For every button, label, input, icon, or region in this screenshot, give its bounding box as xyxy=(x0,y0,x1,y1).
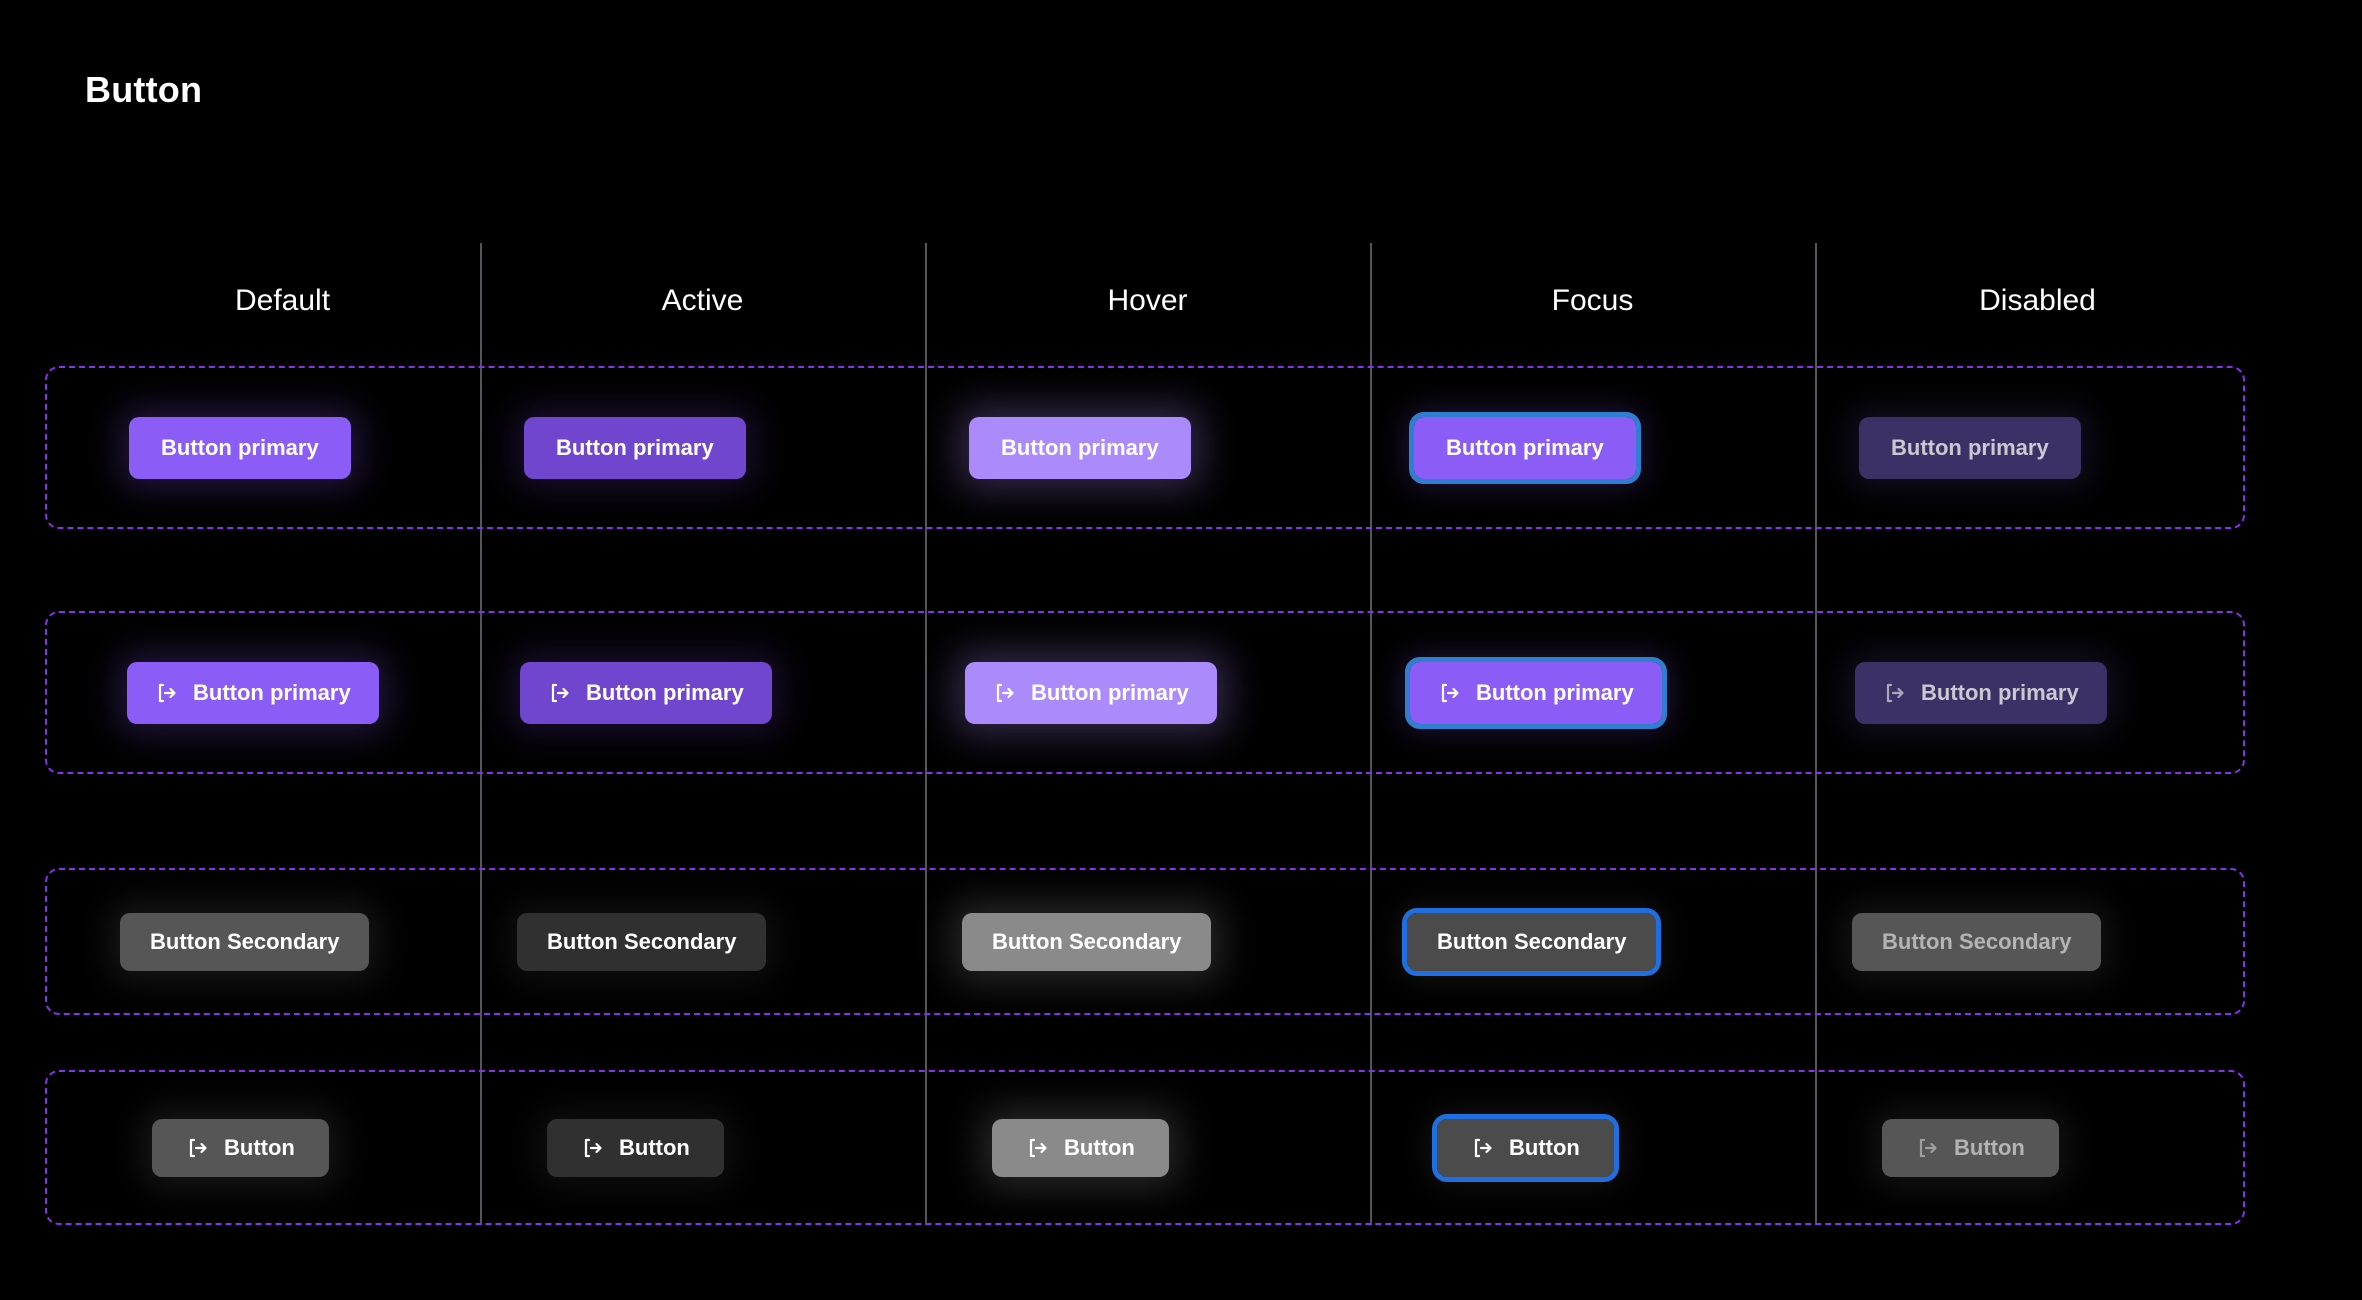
cell-secondary-icon-default: Button xyxy=(47,1118,482,1177)
signin-arrow-icon xyxy=(1438,681,1462,705)
button-label: Button xyxy=(1954,1134,2025,1160)
cell-primary-default: Button primary xyxy=(47,416,482,479)
button-label: Button primary xyxy=(1031,679,1189,705)
page-title: Button xyxy=(85,69,203,110)
row-primary-with-icon: Button primary Button primary xyxy=(45,611,2245,774)
button-label: Button primary xyxy=(1001,434,1159,460)
button-secondary-disabled: Button Secondary xyxy=(1852,912,2102,971)
cell-primary-icon-active: Button primary xyxy=(482,661,927,724)
column-header-row: Default Active Hover Focus Disabled xyxy=(85,243,2281,366)
cell-secondary-focus: Button Secondary xyxy=(1372,907,1817,976)
button-state-matrix: Default Active Hover Focus Disabled Butt… xyxy=(45,243,2281,1225)
signin-arrow-icon xyxy=(186,1136,210,1160)
button-label: Button primary xyxy=(1891,434,2049,460)
cell-primary-hover: Button primary xyxy=(927,416,1372,479)
button-label: Button xyxy=(619,1134,690,1160)
cell-primary-icon-default: Button primary xyxy=(47,661,482,724)
cell-secondary-icon-active: Button xyxy=(482,1118,927,1177)
cell-secondary-icon-focus: Button xyxy=(1372,1113,1817,1182)
column-header-active: Active xyxy=(661,283,744,317)
signin-arrow-icon xyxy=(581,1136,605,1160)
cell-secondary-hover: Button Secondary xyxy=(927,912,1372,971)
cell-primary-active: Button primary xyxy=(482,416,927,479)
column-divider xyxy=(480,243,482,1225)
button-secondary-icon-focus[interactable]: Button xyxy=(1432,1113,1619,1182)
button-label: Button primary xyxy=(1476,679,1634,705)
signin-arrow-icon xyxy=(1883,681,1907,705)
button-primary-icon-hover[interactable]: Button primary xyxy=(965,661,1217,724)
button-secondary-icon-hover[interactable]: Button xyxy=(992,1118,1169,1177)
cell-primary-icon-focus: Button primary xyxy=(1372,656,1817,729)
cell-secondary-icon-disabled: Button xyxy=(1817,1118,2262,1177)
button-label: Button Secondary xyxy=(992,928,1182,954)
button-primary-icon-default[interactable]: Button primary xyxy=(127,661,379,724)
cell-secondary-default: Button Secondary xyxy=(47,912,482,971)
button-primary-active[interactable]: Button primary xyxy=(524,416,746,479)
signin-arrow-icon xyxy=(548,681,572,705)
column-header-hover: Hover xyxy=(1107,283,1188,317)
cell-secondary-active: Button Secondary xyxy=(482,912,927,971)
cell-primary-focus: Button primary xyxy=(1372,411,1817,484)
column-header-disabled: Disabled xyxy=(1979,283,2096,317)
column-divider xyxy=(925,243,927,1225)
button-label: Button primary xyxy=(1446,434,1604,460)
button-label: Button Secondary xyxy=(1437,928,1627,954)
cell-primary-icon-hover: Button primary xyxy=(927,661,1372,724)
cell-secondary-disabled: Button Secondary xyxy=(1817,912,2262,971)
button-primary-icon-disabled: Button primary xyxy=(1855,661,2107,724)
button-primary-focus[interactable]: Button primary xyxy=(1409,411,1641,484)
button-label: Button primary xyxy=(556,434,714,460)
row-secondary-with-icon: Button Button Button xyxy=(45,1070,2245,1225)
signin-arrow-icon xyxy=(993,681,1017,705)
cell-primary-icon-disabled: Button primary xyxy=(1817,661,2262,724)
button-label: Button Secondary xyxy=(150,928,340,954)
button-label: Button xyxy=(1509,1134,1580,1160)
button-label: Button xyxy=(224,1134,295,1160)
button-secondary-icon-disabled: Button xyxy=(1882,1118,2059,1177)
button-label: Button primary xyxy=(193,679,351,705)
button-secondary-default[interactable]: Button Secondary xyxy=(120,912,370,971)
cell-secondary-icon-hover: Button xyxy=(927,1118,1372,1177)
row-secondary-text-only: Button Secondary Button Secondary Button… xyxy=(45,868,2245,1015)
signin-arrow-icon xyxy=(1916,1136,1940,1160)
button-label: Button primary xyxy=(586,679,744,705)
column-header-focus: Focus xyxy=(1551,283,1634,317)
button-label: Button primary xyxy=(1921,679,2079,705)
button-secondary-icon-active[interactable]: Button xyxy=(547,1118,724,1177)
column-divider xyxy=(1815,243,1817,1225)
button-label: Button primary xyxy=(161,434,319,460)
button-primary-default[interactable]: Button primary xyxy=(129,416,351,479)
button-primary-icon-active[interactable]: Button primary xyxy=(520,661,772,724)
row-primary-text-only: Button primary Button primary Button pri… xyxy=(45,366,2245,529)
button-primary-hover[interactable]: Button primary xyxy=(969,416,1191,479)
signin-arrow-icon xyxy=(155,681,179,705)
cell-primary-disabled: Button primary xyxy=(1817,416,2262,479)
button-secondary-active[interactable]: Button Secondary xyxy=(517,912,767,971)
signin-arrow-icon xyxy=(1026,1136,1050,1160)
button-label: Button Secondary xyxy=(1882,928,2072,954)
button-secondary-hover[interactable]: Button Secondary xyxy=(962,912,1212,971)
column-header-default: Default xyxy=(234,283,331,317)
button-primary-disabled: Button primary xyxy=(1859,416,2081,479)
button-secondary-focus[interactable]: Button Secondary xyxy=(1401,907,1662,976)
button-label: Button Secondary xyxy=(547,928,737,954)
button-secondary-icon-default[interactable]: Button xyxy=(152,1118,329,1177)
button-label: Button xyxy=(1064,1134,1135,1160)
button-primary-icon-focus[interactable]: Button primary xyxy=(1405,656,1667,729)
signin-arrow-icon xyxy=(1471,1136,1495,1160)
column-divider xyxy=(1370,243,1372,1225)
